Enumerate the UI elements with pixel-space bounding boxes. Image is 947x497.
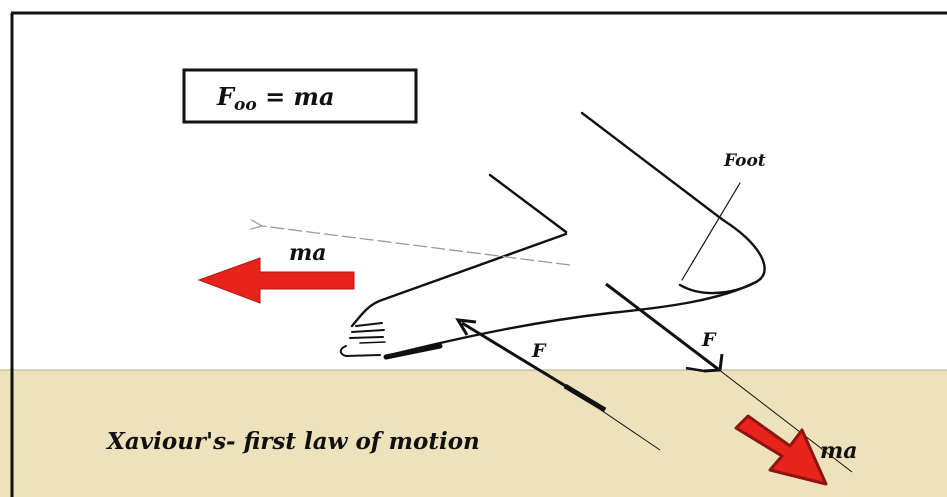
svg-text:Foo = ma: Foo = ma <box>216 82 335 115</box>
foot-label: Foot <box>723 151 766 171</box>
ma-label-top: ma <box>289 240 327 266</box>
foot-pointer-line <box>682 183 740 280</box>
caption: Xaviour's- first law of motion <box>105 428 480 455</box>
formula-rhs: = ma <box>257 82 335 111</box>
red-arrow-left-icon <box>199 258 354 303</box>
formula-subscript: oo <box>234 95 257 115</box>
formula-main: F <box>216 82 236 111</box>
formula-box: Foo = ma <box>184 70 416 122</box>
ma-label-bottom: ma <box>820 438 858 464</box>
force-label-right: F <box>701 329 717 351</box>
foot-outline-icon <box>341 113 765 357</box>
force-label-left: F <box>531 340 547 362</box>
